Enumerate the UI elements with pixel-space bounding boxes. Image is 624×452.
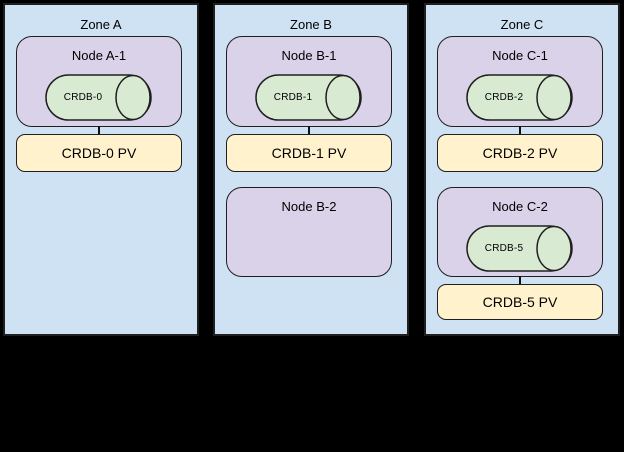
pod-label: CRDB-5 bbox=[484, 243, 524, 254]
crdb-0-pv-box: CRDB-0 PV bbox=[16, 134, 182, 172]
crdb-1-pv-box: CRDB-1 PV bbox=[226, 134, 392, 172]
node-title: Node B-1 bbox=[281, 48, 337, 63]
node-a-1: Node A-1 CRDB-0 bbox=[16, 36, 182, 127]
zone-title: Zone A bbox=[80, 17, 122, 32]
connector-line bbox=[308, 126, 310, 134]
pv-label: CRDB-5 PV bbox=[482, 294, 558, 310]
pod-label: CRDB-0 bbox=[63, 92, 103, 103]
zone-title: Zone B bbox=[290, 17, 332, 32]
crdb-2-pod: CRDB-2 bbox=[466, 74, 573, 121]
pod-label: CRDB-2 bbox=[484, 92, 524, 103]
cylinder-icon bbox=[466, 74, 573, 121]
zone-title: Zone C bbox=[500, 17, 544, 32]
cylinder-icon bbox=[466, 225, 573, 272]
zone-c: Zone C Node C-1 CRDB-2 CRDB-2 PV Node C-… bbox=[424, 3, 620, 336]
connector-line bbox=[519, 126, 521, 134]
crdb-5-pv-box: CRDB-5 PV bbox=[437, 284, 603, 320]
node-title: Node C-2 bbox=[492, 199, 548, 214]
node-title: Node C-1 bbox=[492, 48, 548, 63]
pv-label: CRDB-1 PV bbox=[271, 145, 347, 161]
connector-line bbox=[519, 276, 521, 284]
zone-a: Zone A Node A-1 CRDB-0 CRDB-0 PV bbox=[3, 3, 199, 336]
node-b-2: Node B-2 bbox=[226, 187, 392, 277]
node-title: Node A-1 bbox=[71, 48, 127, 63]
crdb-0-pod: CRDB-0 bbox=[45, 74, 152, 121]
cylinder-icon bbox=[255, 74, 362, 121]
node-c-2: Node C-2 CRDB-5 bbox=[437, 187, 603, 277]
node-c-1: Node C-1 CRDB-2 bbox=[437, 36, 603, 127]
pv-label: CRDB-2 PV bbox=[482, 145, 558, 161]
pod-label: CRDB-1 bbox=[273, 92, 313, 103]
crdb-5-pod: CRDB-5 bbox=[466, 225, 573, 272]
zone-b: Zone B Node B-1 CRDB-1 CRDB-1 PV Node B-… bbox=[213, 3, 409, 336]
crdb-2-pv-box: CRDB-2 PV bbox=[437, 134, 603, 172]
pv-label: CRDB-0 PV bbox=[61, 145, 137, 161]
cylinder-icon bbox=[45, 74, 152, 121]
node-title: Node B-2 bbox=[281, 199, 337, 214]
node-b-1: Node B-1 CRDB-1 bbox=[226, 36, 392, 127]
crdb-1-pod: CRDB-1 bbox=[255, 74, 362, 121]
connector-line bbox=[98, 126, 100, 134]
